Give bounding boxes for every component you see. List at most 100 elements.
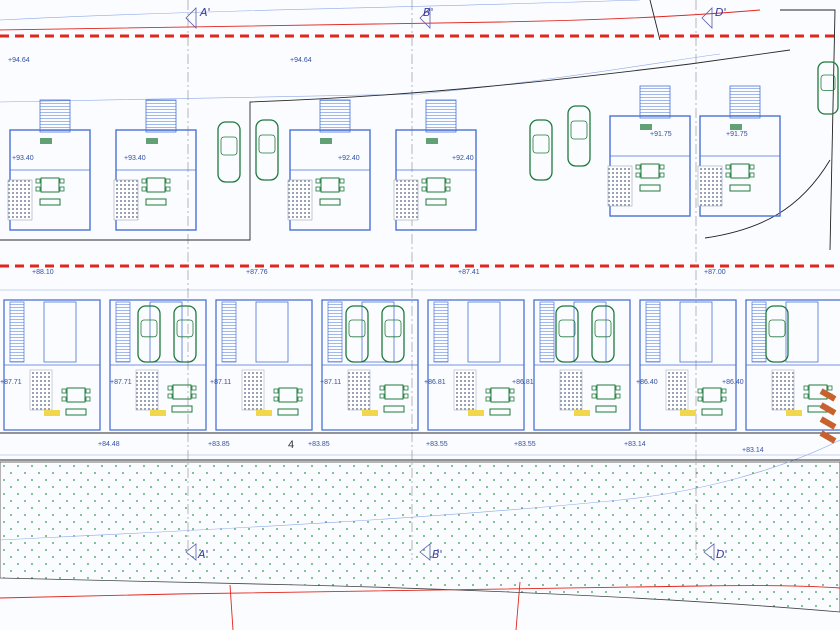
unit-level: +87.71 [0,379,22,386]
terrace-hatch [7,179,33,221]
chair [315,186,321,192]
sofa [425,198,447,206]
chair [403,393,409,399]
mid-level: +87.76 [246,269,268,276]
car-windshield [384,319,402,338]
terrace-hatch [665,369,689,411]
garage [785,301,819,363]
car-windshield [768,319,786,338]
sofa [171,405,193,413]
staircase [39,99,71,133]
staircase [645,301,661,363]
chair [591,385,597,391]
terrace-hatch [287,179,313,221]
chair [697,388,703,394]
kitchen-counter [426,138,438,144]
road-edges [0,49,840,461]
unit-level: +92.40 [452,155,474,162]
staircase [145,99,177,133]
section-label-b-top: B' [423,6,434,19]
unit-level: +87.11 [320,379,341,386]
yellow-marker [574,410,590,416]
front-level: +83.14 [624,441,646,448]
staircase [425,99,457,133]
unit-level: +86.81 [424,379,446,386]
terrace-hatch [135,369,159,411]
car-windshield [220,136,238,156]
chair [721,388,727,394]
chair [721,396,727,402]
chair [509,396,515,402]
top-unit [7,99,91,231]
bottom-unit [427,299,525,431]
chair [445,178,451,184]
chair [339,186,345,192]
chair [339,178,345,184]
car-windshield [258,134,276,154]
car-windshield [820,74,836,92]
garage [255,301,289,363]
parked-car [567,105,591,167]
terrace-hatch [559,369,583,411]
dining-table [278,387,298,403]
dining-table [384,384,404,400]
staircase [327,301,343,363]
terrace-hatch [771,369,795,411]
front-level: +83.55 [426,441,448,448]
sofa [639,184,661,192]
sofa [489,408,511,416]
dining-table [490,387,510,403]
chair [35,186,41,192]
top-unit [697,85,781,217]
chair [379,393,385,399]
chair [59,178,65,184]
terrain-area [0,461,840,613]
chair [725,172,731,178]
front-level: +83.14 [742,447,764,454]
parked-car [555,305,579,363]
staircase [9,301,25,363]
top-unit [607,85,691,217]
mid-level: +88.10 [32,269,54,276]
bottom-unit [533,299,631,431]
mid-level: +87.41 [458,269,480,276]
car-windshield [594,319,612,338]
unit-level: +86.40 [722,379,744,386]
chair [141,178,147,184]
chair [827,385,833,391]
access-road [649,0,836,251]
sofa [595,405,617,413]
unit-level: +87.11 [210,379,231,386]
chair [273,396,279,402]
chair [635,172,641,178]
sofa [729,184,751,192]
sofa [701,408,723,416]
bottom-unit [321,299,419,431]
garage [573,301,607,363]
terrace-hatch [607,165,633,207]
chair [659,164,665,170]
bottom-unit [639,299,737,431]
section-label-d-top: D' [715,6,727,19]
car-windshield [348,319,366,338]
mid-level: +87.00 [704,269,726,276]
parked-car [529,119,553,181]
kitchen-counter [640,124,652,130]
top-unit [393,99,477,231]
bottom-unit [745,299,840,431]
kitchen-counter [320,138,332,144]
chair [725,164,731,170]
section-label-b-bottom: B' [432,548,443,561]
kitchen-counter [146,138,158,144]
yellow-marker [786,410,802,416]
front-level: +84.48 [98,441,120,448]
garage [149,301,183,363]
chair [421,186,427,192]
terrace-hatch [241,369,265,411]
parked-car [173,305,197,363]
section-label-d-bottom: D' [716,548,728,561]
chair [85,388,91,394]
staircase [639,85,671,119]
